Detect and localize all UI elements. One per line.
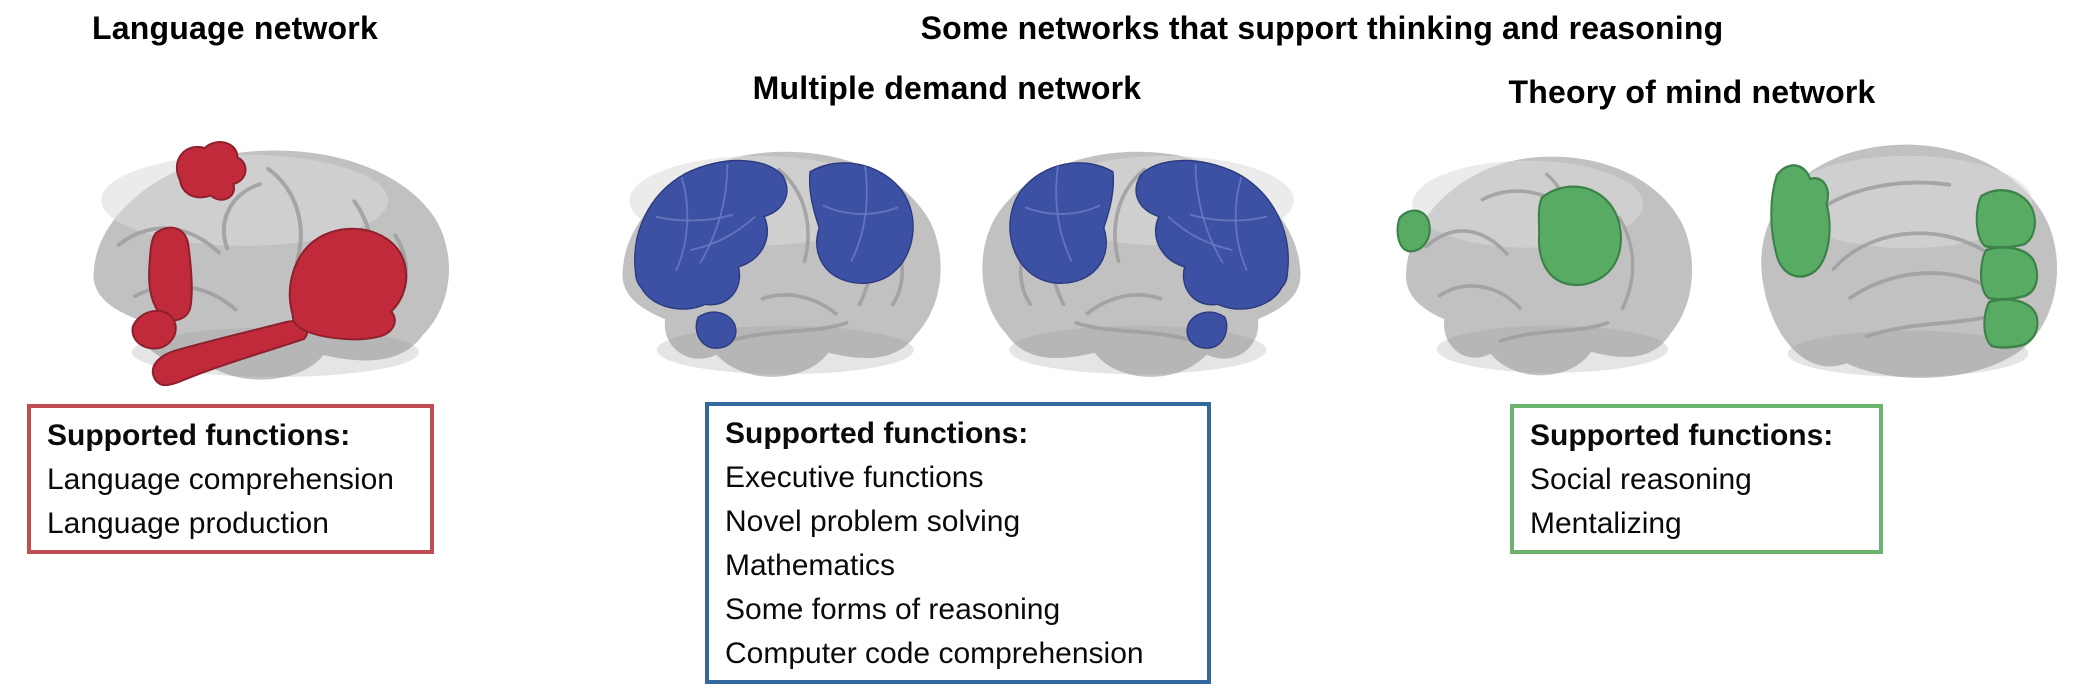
function-item: Computer code comprehension xyxy=(725,637,1144,670)
function-item: Some forms of reasoning xyxy=(725,593,1061,626)
theory-of-mind-title: Theory of mind network xyxy=(1508,74,1876,110)
function-item: Language comprehension xyxy=(47,463,394,496)
theory-of-mind-regions xyxy=(1396,185,1622,286)
language-network-title: Language network xyxy=(92,10,378,46)
function-item: Executive functions xyxy=(725,461,984,494)
multiple-demand-brain-right-image xyxy=(982,151,1301,377)
functions-heading: Supported functions: xyxy=(1530,419,1834,452)
multiple-demand-functions-box: Supported functions: Executive functions… xyxy=(705,402,1211,684)
language-functions-box: Supported functions: Language comprehens… xyxy=(27,404,434,554)
theory-of-mind-functions-box: Supported functions: Social reasoning Me… xyxy=(1510,404,1883,554)
multiple-demand-title: Multiple demand network xyxy=(752,70,1142,106)
function-item: Mentalizing xyxy=(1530,507,1682,540)
thinking-reasoning-title: Some networks that support thinking and … xyxy=(920,10,1724,46)
theory-of-mind-brain-medial-image xyxy=(1761,144,2058,378)
function-item: Novel problem solving xyxy=(725,505,1021,538)
function-item: Social reasoning xyxy=(1530,463,1752,496)
functions-heading: Supported functions: xyxy=(47,419,351,452)
multiple-demand-brain-left-image xyxy=(622,151,941,377)
function-item: Mathematics xyxy=(725,549,896,582)
function-item: Language production xyxy=(47,507,329,540)
language-regions xyxy=(131,141,408,387)
theory-of-mind-brain-lateral-image xyxy=(1396,156,1693,376)
functions-heading: Supported functions: xyxy=(725,417,1029,450)
theory-of-mind-regions xyxy=(1770,164,2039,349)
multiple-demand-regions xyxy=(634,159,914,349)
language-brain-lateral-image xyxy=(93,141,449,387)
multiple-demand-regions xyxy=(1009,159,1289,349)
